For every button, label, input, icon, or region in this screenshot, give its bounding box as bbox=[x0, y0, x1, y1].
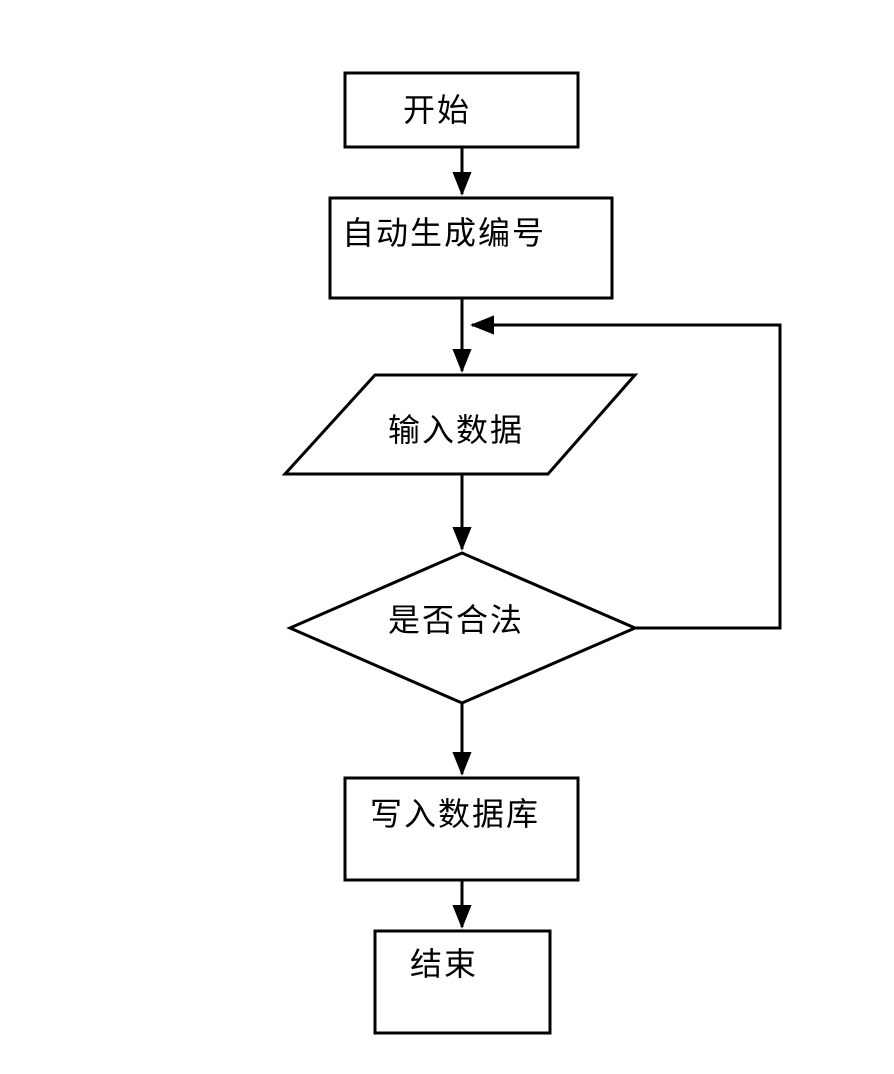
node-auto-generate-id-label: 自动生成编号 bbox=[342, 214, 546, 252]
node-end-label: 结束 bbox=[410, 945, 478, 983]
node-is-valid-label: 是否合法 bbox=[388, 601, 524, 639]
node-is-valid bbox=[286, 551, 639, 705]
edge-loop-back-invalid bbox=[470, 315, 782, 630]
node-auto-generate-id bbox=[328, 196, 614, 300]
node-input-data bbox=[281, 373, 639, 476]
node-write-database-label: 写入数据库 bbox=[370, 795, 540, 833]
node-input-data-label: 输入数据 bbox=[388, 411, 524, 449]
node-write-database bbox=[343, 776, 580, 882]
node-end bbox=[373, 929, 552, 1035]
node-start-label: 开始 bbox=[403, 91, 471, 129]
node-start bbox=[343, 71, 580, 149]
